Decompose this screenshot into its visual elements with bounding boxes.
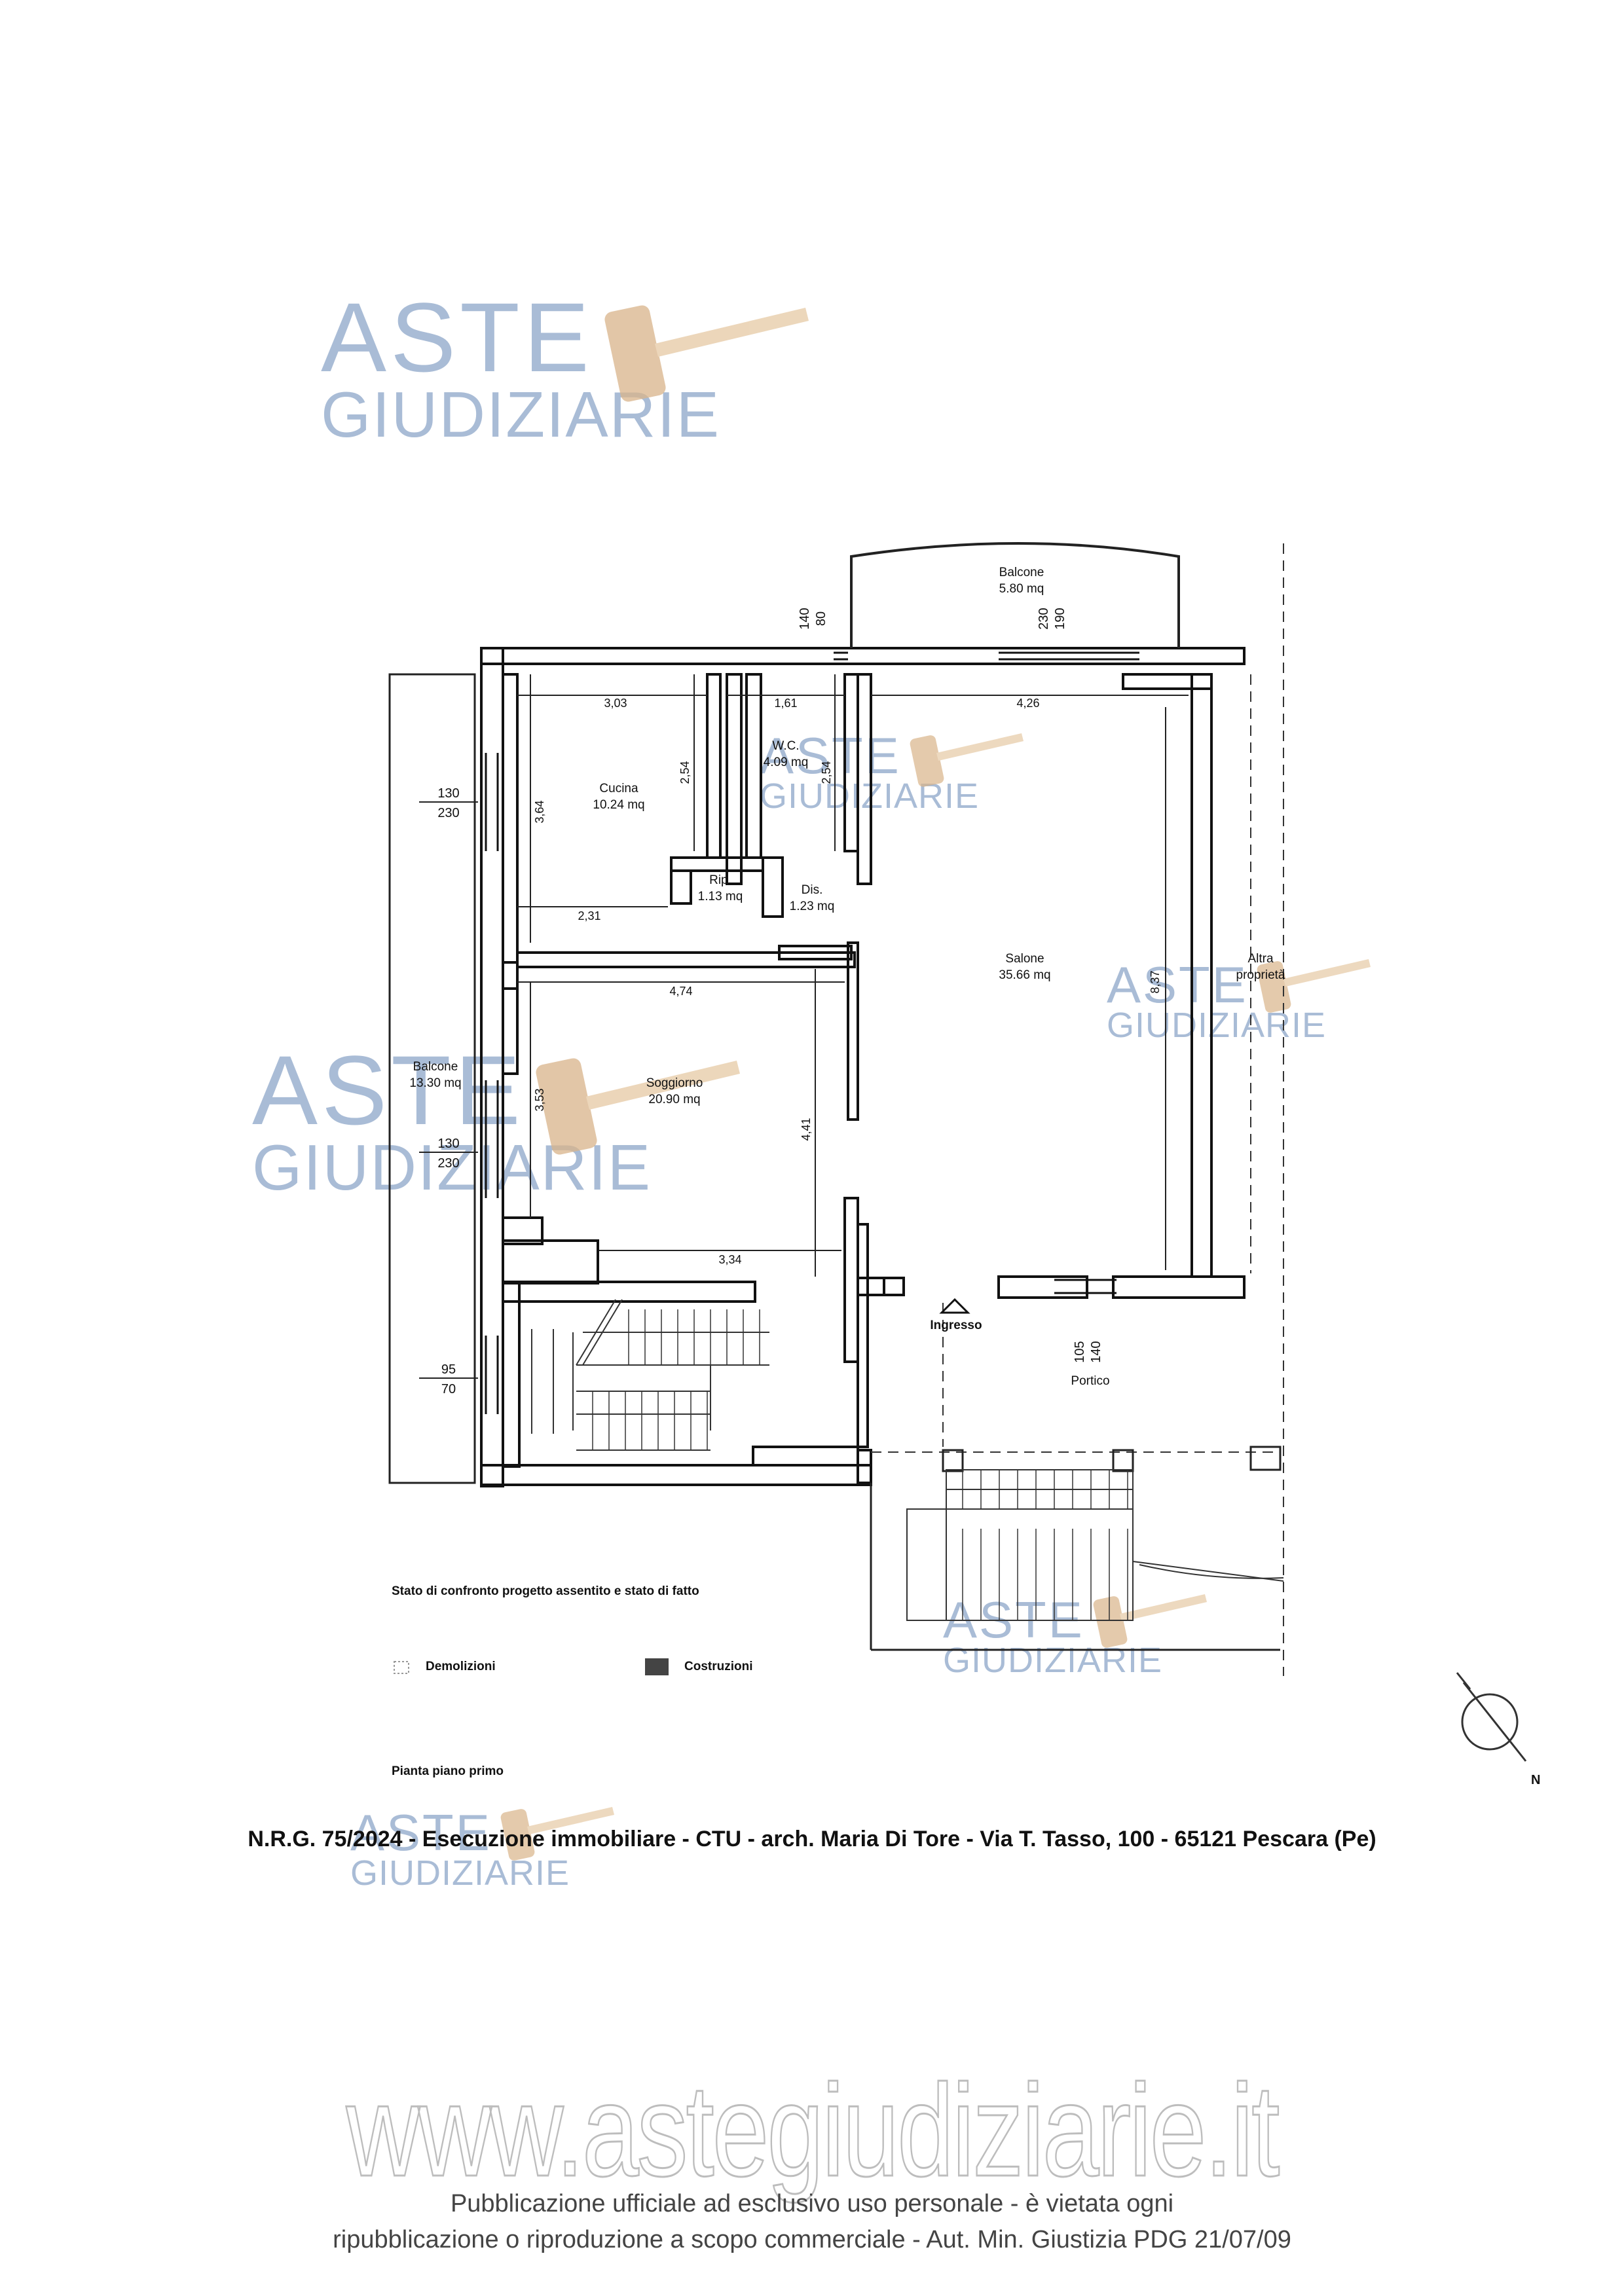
portico-pillars	[870, 1446, 1282, 1651]
legend-swatch-costruzioni	[645, 1658, 669, 1675]
label-altra: Altra	[1247, 952, 1274, 966]
opening-80: 80	[814, 611, 828, 626]
opening-140: 140	[798, 608, 812, 629]
label-wc: W.C.	[772, 739, 799, 753]
dim-2-54-b: 2,54	[820, 761, 833, 784]
opening-130-a: 130	[437, 786, 459, 801]
opening-70: 70	[441, 1382, 456, 1396]
opening-140-b: 140	[1089, 1341, 1103, 1362]
north-arrow-icon	[1456, 1672, 1527, 1762]
area-soggiorno: 20.90 mq	[648, 1093, 700, 1106]
plan-title: Pianta piano primo	[392, 1764, 504, 1778]
dimension-lines	[419, 674, 1189, 1379]
left-balcony-outline	[388, 673, 476, 1484]
dim-2-31: 2,31	[578, 909, 600, 922]
dim-1-61: 1,61	[774, 697, 797, 710]
area-rip: 1.13 mq	[698, 890, 743, 903]
label-ingresso: Ingresso	[930, 1319, 982, 1332]
gavel-icon	[536, 1058, 740, 1155]
label-dis: Dis.	[802, 883, 823, 897]
area-dis: 1.23 mq	[790, 900, 835, 913]
boundary-dashed-lines	[871, 543, 1284, 1676]
north-label: N	[1531, 1773, 1541, 1787]
exterior-stair-treads	[962, 1470, 1128, 1620]
dim-4-26: 4,26	[1016, 697, 1039, 710]
legend-demolizioni: Demolizioni	[426, 1660, 496, 1673]
opening-130-b: 130	[437, 1137, 459, 1151]
label-soggiorno: Soggiorno	[646, 1076, 703, 1090]
exterior-staircase	[906, 1469, 1284, 1621]
gavel-icon	[1093, 1594, 1207, 1648]
legend-swatch-demolizioni	[394, 1661, 409, 1674]
publication-notice-line1: Pubblicazione ufficiale ad esclusivo uso…	[450, 2190, 1174, 2217]
label-salone: Salone	[1005, 952, 1044, 966]
staircase	[531, 1299, 769, 1451]
opening-105: 105	[1073, 1341, 1087, 1362]
gavel-icon	[1257, 959, 1371, 1013]
dim-8-37: 8,37	[1149, 970, 1162, 993]
publication-notice-line2: ripubblicazione o riproduzione a scopo c…	[333, 2226, 1291, 2253]
dim-3-34: 3,34	[718, 1253, 741, 1266]
outer-walls	[480, 647, 1246, 1487]
opening-230-b: 230	[437, 1156, 459, 1171]
top-balcony-outline	[850, 542, 1180, 648]
label-cucina: Cucina	[599, 782, 638, 795]
gavel-icon	[604, 305, 809, 402]
legend-title: Stato di confronto progetto assentito e …	[392, 1584, 699, 1598]
label-balcone-left: Balcone	[413, 1060, 458, 1074]
dim-4-74: 4,74	[669, 985, 692, 998]
opening-230-top: 230	[1037, 608, 1051, 629]
entrance-marker-icon	[939, 1298, 970, 1314]
legend-costruzioni: Costruzioni	[684, 1660, 753, 1673]
gavel-icon	[500, 1807, 614, 1861]
area-cucina: 10.24 mq	[593, 798, 644, 812]
gavel-icon	[910, 733, 1024, 787]
dim-4-41: 4,41	[800, 1118, 813, 1140]
footer-reference: N.R.G. 75/2024 - Esecuzione immobiliare …	[248, 1827, 1376, 1851]
label-balcone-top: Balcone	[999, 566, 1044, 579]
label-rip: Rip.	[709, 873, 731, 887]
dim-3-64: 3,64	[533, 800, 546, 823]
opening-230-a: 230	[437, 806, 459, 820]
label-proprieta: proprietà	[1236, 968, 1285, 982]
dim-3-53: 3,53	[533, 1088, 546, 1111]
area-wc: 4.09 mq	[764, 756, 809, 769]
stair-treads	[592, 1309, 760, 1450]
opening-95: 95	[441, 1362, 456, 1377]
area-balcone-top: 5.80 mq	[999, 582, 1044, 596]
opening-190: 190	[1053, 608, 1067, 629]
interior-walls	[502, 673, 872, 1468]
window-openings	[485, 651, 1139, 1414]
area-salone: 35.66 mq	[999, 968, 1050, 982]
label-portico: Portico	[1071, 1374, 1109, 1388]
area-balcone-left: 13.30 mq	[409, 1076, 461, 1090]
site-watermark: www.astegiudiziarie.it	[345, 2057, 1280, 2205]
dim-2-54-a: 2,54	[678, 761, 692, 784]
dim-3-03: 3,03	[604, 697, 627, 710]
